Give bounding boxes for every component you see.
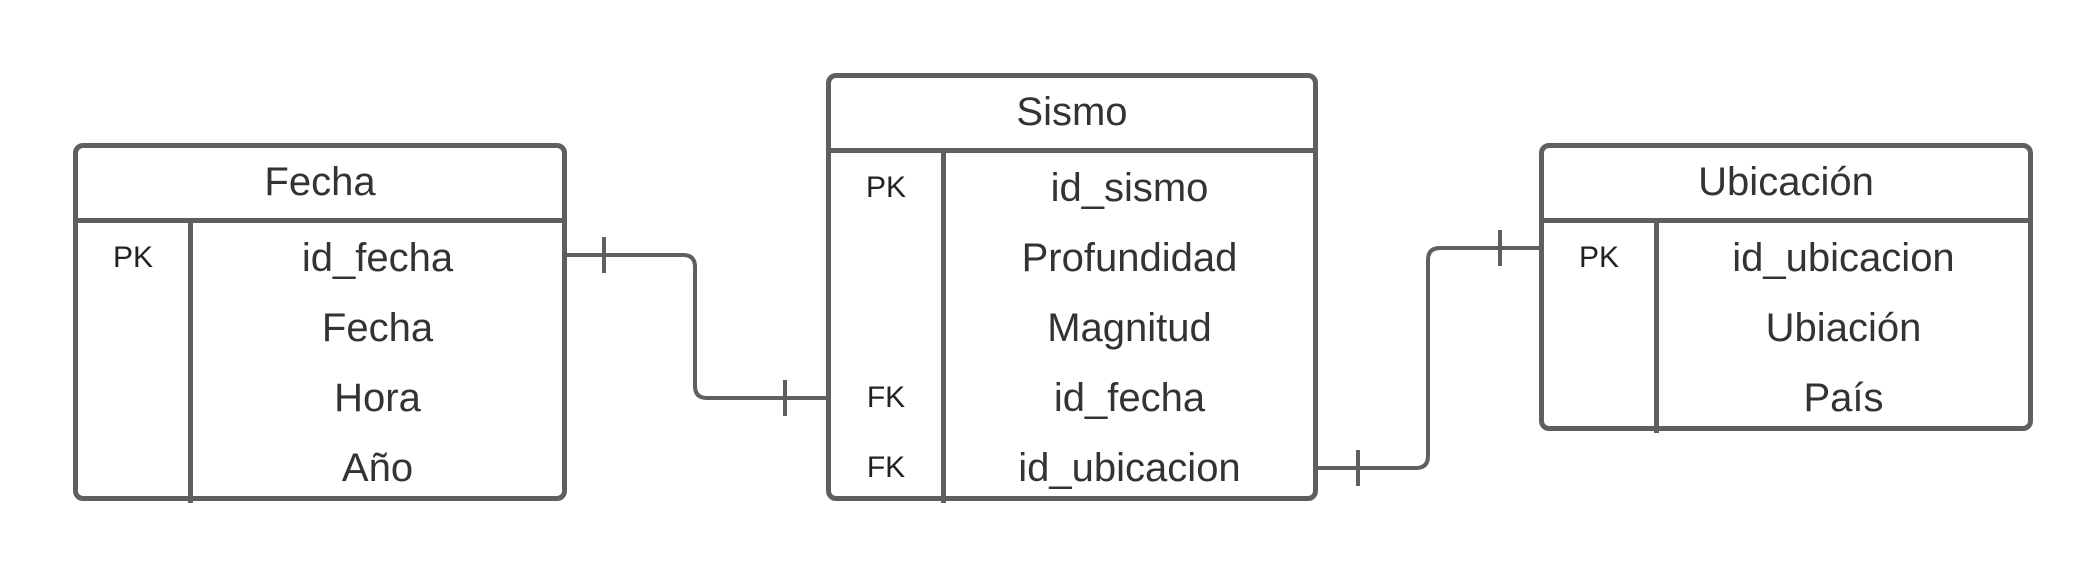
relationship-line-fecha-sismo [567, 253, 826, 400]
entity-title-fecha: Fecha [78, 148, 562, 223]
attribute-row[interactable]: Fecha [78, 293, 562, 363]
attribute-row[interactable]: FK id_fecha [831, 363, 1313, 433]
attribute-row[interactable]: Hora [78, 363, 562, 433]
attribute-name: id_ubicacion [1018, 446, 1241, 490]
key-column-divider [941, 153, 946, 503]
attribute-name: Profundidad [1021, 236, 1238, 280]
key-badge: FK [866, 451, 906, 484]
attribute-row[interactable]: Año [78, 433, 562, 503]
key-column-divider [1654, 223, 1659, 433]
attribute-row[interactable]: Magnitud [831, 293, 1313, 363]
attribute-name: Ubiación [1765, 306, 1922, 350]
key-badge: FK [866, 381, 906, 414]
key-badge: PK [865, 171, 907, 204]
entity-ubicacion[interactable]: Ubicación PK id_ubicacion Ubiación País [1539, 143, 2033, 433]
attribute-row[interactable]: Ubiación [1544, 293, 2028, 363]
attribute-name: id_sismo [1050, 166, 1209, 210]
key-badge: PK [112, 241, 154, 274]
entity-fecha[interactable]: Fecha PK id_fecha Fecha Hora Año [73, 143, 567, 503]
attribute-row[interactable]: Profundidad [831, 223, 1313, 293]
entity-sismo[interactable]: Sismo PK id_sismo Profundidad Magnitud F… [826, 73, 1318, 503]
entity-body-sismo: PK id_sismo Profundidad Magnitud FK id_f… [831, 153, 1313, 503]
attribute-row[interactable]: FK id_ubicacion [831, 433, 1313, 503]
key-column-divider [188, 223, 193, 503]
attribute-name: id_fecha [301, 236, 454, 280]
attribute-row[interactable]: PK id_sismo [831, 153, 1313, 223]
attribute-name: Fecha [321, 306, 434, 350]
relationship-line-sismo-ubicacion [1318, 246, 1539, 470]
entity-body-fecha: PK id_fecha Fecha Hora Año [78, 223, 562, 503]
entity-title-ubicacion: Ubicación [1544, 148, 2028, 223]
attribute-row[interactable]: PK id_fecha [78, 223, 562, 293]
entity-title-sismo: Sismo [831, 78, 1313, 153]
attribute-name: País [1803, 376, 1884, 420]
attribute-name: id_ubicacion [1732, 236, 1955, 280]
attribute-name: Magnitud [1047, 306, 1212, 350]
attribute-name: id_fecha [1053, 376, 1206, 420]
attribute-name: Hora [334, 376, 421, 420]
attribute-row[interactable]: PK id_ubicacion [1544, 223, 2028, 293]
key-badge: PK [1578, 241, 1620, 274]
attribute-name: Año [341, 446, 414, 490]
attribute-row[interactable]: País [1544, 363, 2028, 433]
entity-body-ubicacion: PK id_ubicacion Ubiación País [1544, 223, 2028, 433]
